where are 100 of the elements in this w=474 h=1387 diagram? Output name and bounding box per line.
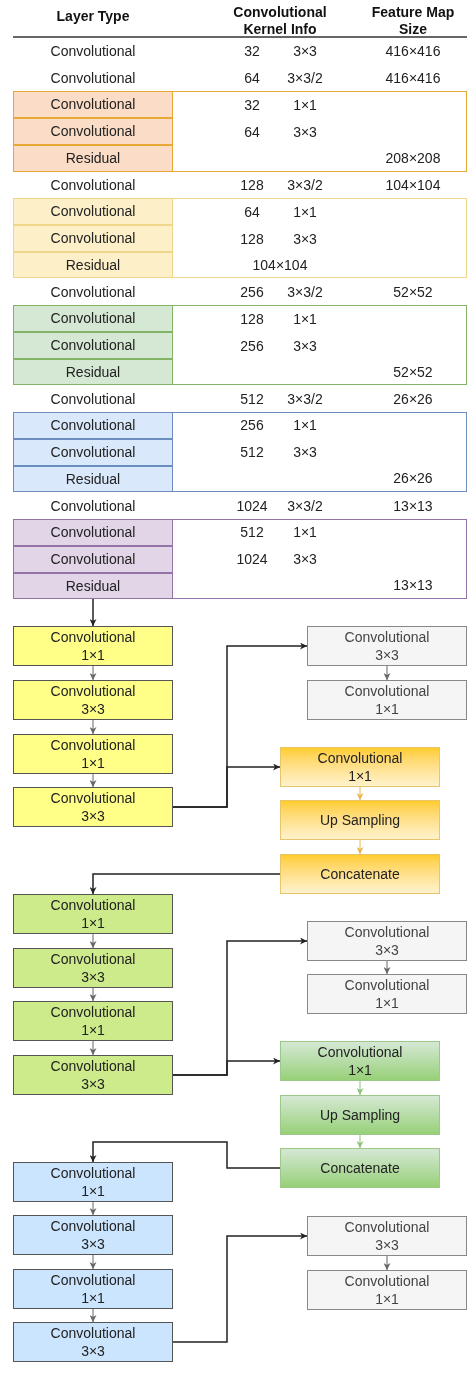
layer-box: Convolutional 1×1 [307,1270,467,1310]
layer-cell: Convolutional [13,305,173,332]
table-cell-text: 1×1 [292,310,318,328]
layer-box: Convolutional 3×3 [13,948,173,988]
table-cell-text: Convolutional [49,283,137,301]
layer-cell: Convolutional [13,412,173,439]
table-cell-text: 256 [239,283,265,301]
table-cell-text: 3×3 [292,42,318,60]
table-cell-text: 512 [239,443,265,461]
table-cell-text: 1×1 [292,416,318,434]
layer-box: Convolutional 3×3 [307,1216,467,1256]
table-cell-text: 3×3 [292,230,318,248]
table-cell-text: 3×3/2 [286,69,324,87]
layer-box: Convolutional 3×3 [13,1322,173,1362]
arrow [89,773,97,788]
layer-cell: Convolutional [13,118,173,145]
layer-cell: Residual [13,466,173,492]
table-cell-text: 1024 [235,497,269,515]
arrow [383,1255,391,1271]
layer-box: Convolutional 1×1 [307,974,467,1014]
arrow [89,665,97,681]
layer-box: Convolutional 3×3 [307,921,467,961]
table-cell-text: 1×1 [292,203,318,221]
residual-block-panel [13,198,467,278]
table-cell-text: 1×1 [292,523,318,541]
table-cell-text: 13×13 [392,576,434,594]
table-cell-text: 208×208 [384,149,442,167]
arrow [89,719,97,735]
layer-cell: Residual [13,252,173,278]
arrow [172,1057,281,1076]
table-cell-text: 256 [239,416,265,434]
column-header: Convolutional Kernel Info [232,4,328,38]
layer-box: Convolutional 3×3 [307,626,467,666]
table-cell-text: 128 [239,176,265,194]
table-cell-text: 32 [243,96,261,114]
arrow [89,1141,281,1169]
layer-box: Convolutional 3×3 [13,1055,173,1095]
layer-box: Up Sampling [280,800,440,840]
layer-cell: Residual [13,359,173,385]
table-cell-text: 3×3/2 [286,390,324,408]
layer-cell: Convolutional [13,198,173,225]
arrow [89,1040,97,1056]
layer-cell: Convolutional [13,546,173,573]
table-cell-text: 3×3 [292,123,318,141]
layer-box: Convolutional 1×1 [280,1041,440,1081]
layer-cell: Convolutional [13,91,173,118]
residual-block-panel [13,519,467,599]
arrow [89,987,97,1002]
column-header: Layer Type [55,8,131,25]
arrow [89,1254,97,1270]
arrow [89,1308,97,1323]
arrow [356,1080,364,1096]
arrow [356,839,364,855]
table-cell-text: 52×52 [392,363,434,381]
table-cell-text: 64 [243,203,261,221]
layer-cell: Residual [13,573,173,599]
table-cell-text: 26×26 [392,469,434,487]
table-cell-text: 104×104 [251,256,309,274]
arrow [172,763,281,808]
table-cell-text: Convolutional [49,42,137,60]
table-cell-text: 3×3 [292,550,318,568]
arrow [356,786,364,801]
table-cell-text: 128 [239,310,265,328]
arrow [383,960,391,975]
layer-box: Concatenate [280,854,440,894]
layer-box: Convolutional 3×3 [13,1215,173,1255]
layer-cell: Residual [13,145,173,172]
table-cell-text: 416×416 [384,42,442,60]
column-header: Feature Map Size [370,4,456,38]
table-cell-text: 512 [239,523,265,541]
table-cell-text: Convolutional [49,69,137,87]
table-cell-text: 104×104 [384,176,442,194]
layer-cell: Convolutional [13,519,173,546]
arrow [172,1232,308,1343]
table-cell-text: Convolutional [49,390,137,408]
table-cell-text: 416×416 [384,69,442,87]
layer-box: Convolutional 1×1 [307,680,467,720]
table-cell-text: 128 [239,230,265,248]
table-cell-text: 512 [239,390,265,408]
table-cell-text: 1024 [235,550,269,568]
layer-box: Convolutional 1×1 [13,894,173,934]
layer-box: Up Sampling [280,1095,440,1135]
table-cell-text: Convolutional [49,176,137,194]
residual-block-panel [13,412,467,492]
table-cell-text: 3×3/2 [286,283,324,301]
table-cell-text: Convolutional [49,497,137,515]
arrow [356,1134,364,1149]
layer-box: Convolutional 1×1 [13,1001,173,1041]
layer-box: Convolutional 1×1 [13,626,173,666]
layer-cell: Convolutional [13,225,173,252]
arrow [89,933,97,949]
arrow [383,665,391,681]
table-cell-text: 256 [239,337,265,355]
table-cell-text: 1×1 [292,96,318,114]
layer-box: Convolutional 3×3 [13,680,173,720]
layer-box: Convolutional 1×1 [13,1269,173,1309]
table-cell-text: 64 [243,123,261,141]
table-cell-text: 26×26 [392,390,434,408]
table-cell-text: 32 [243,42,261,60]
table-cell-text: 3×3/2 [286,497,324,515]
